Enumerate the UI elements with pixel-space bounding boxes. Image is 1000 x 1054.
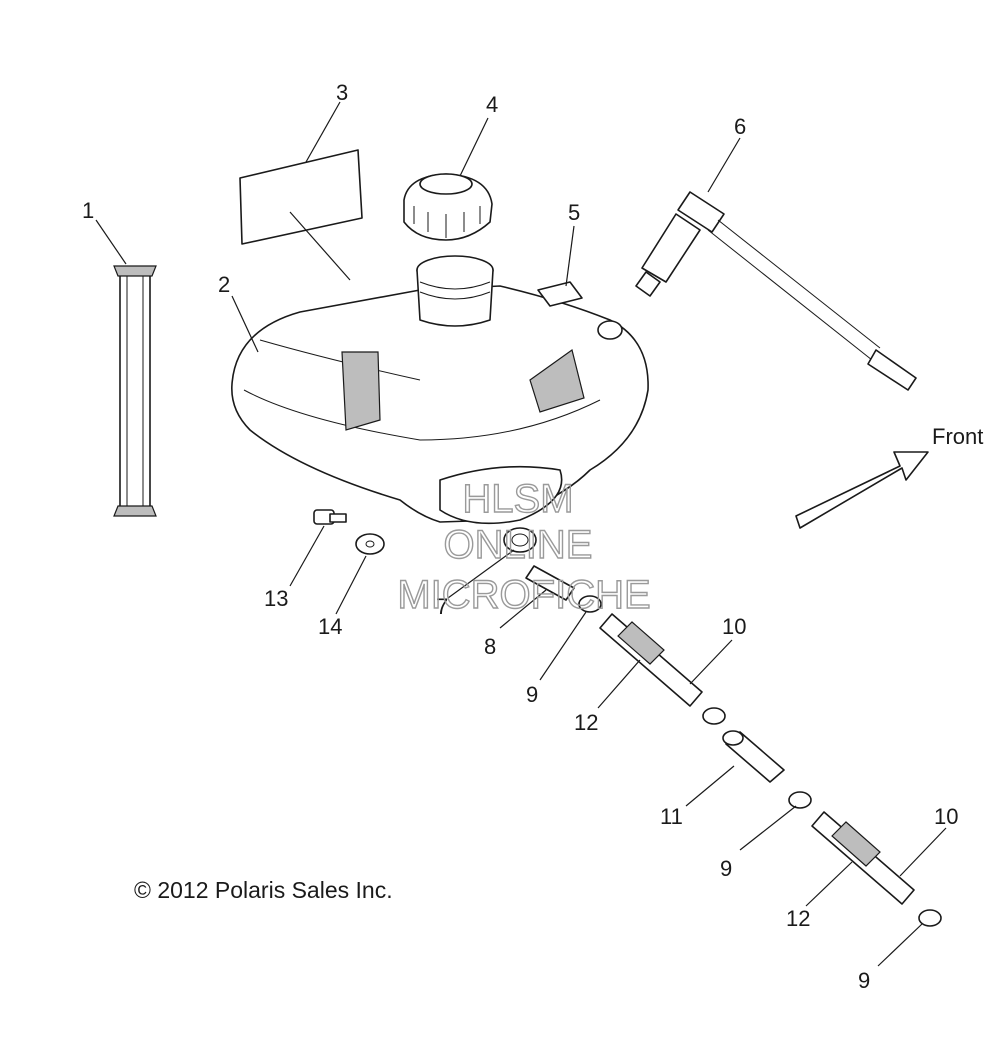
- callout-6: 6: [734, 114, 746, 139]
- part-fuel-filter: [722, 730, 785, 783]
- part-vent-hose: [635, 191, 917, 391]
- callout-10a: 10: [722, 614, 746, 639]
- part-clamp-4: [918, 909, 942, 927]
- watermark: HLSM ONLINE MICROFICHE: [397, 476, 652, 617]
- callout-13: 13: [264, 586, 288, 611]
- copyright-notice: © 2012 Polaris Sales Inc.: [134, 877, 393, 903]
- leader-lines: [95, 101, 947, 967]
- front-arrow: [795, 451, 929, 529]
- callout-7: 7: [436, 594, 448, 619]
- part-clamp-2: [702, 707, 726, 725]
- part-fitting: [525, 565, 575, 601]
- part-clamp-1: [578, 595, 602, 613]
- callout-2: 2: [218, 272, 230, 297]
- callout-14: 14: [318, 614, 342, 639]
- callout-4: 4: [486, 92, 498, 117]
- callout-9a: 9: [526, 682, 538, 707]
- callout-5: 5: [568, 200, 580, 225]
- callout-1: 1: [82, 198, 94, 223]
- callout-12a: 12: [574, 710, 598, 735]
- callout-12b: 12: [786, 906, 810, 931]
- watermark-line-2: ONLINE: [444, 523, 593, 567]
- front-label: Front: [932, 424, 983, 449]
- callout-10b: 10: [934, 804, 958, 829]
- part-fuel-cap: [403, 173, 493, 241]
- callout-9c: 9: [858, 968, 870, 993]
- part-fuel-tank: [231, 255, 649, 525]
- callout-8: 8: [484, 634, 496, 659]
- part-hose-2: [811, 811, 915, 905]
- part-strap: [113, 265, 157, 517]
- part-clamp-3: [788, 791, 812, 809]
- part-hose-1: [599, 613, 703, 707]
- part-washer: [355, 533, 385, 555]
- part-decal: [239, 149, 363, 245]
- callout-9b: 9: [720, 856, 732, 881]
- callout-3: 3: [336, 80, 348, 105]
- watermark-line-1: HLSM: [462, 477, 573, 521]
- part-bolt: [313, 509, 347, 525]
- part-grommet: [503, 527, 537, 553]
- part-pad: [537, 281, 583, 307]
- callout-11: 11: [660, 804, 683, 829]
- watermark-line-3: MICROFICHE: [397, 573, 650, 617]
